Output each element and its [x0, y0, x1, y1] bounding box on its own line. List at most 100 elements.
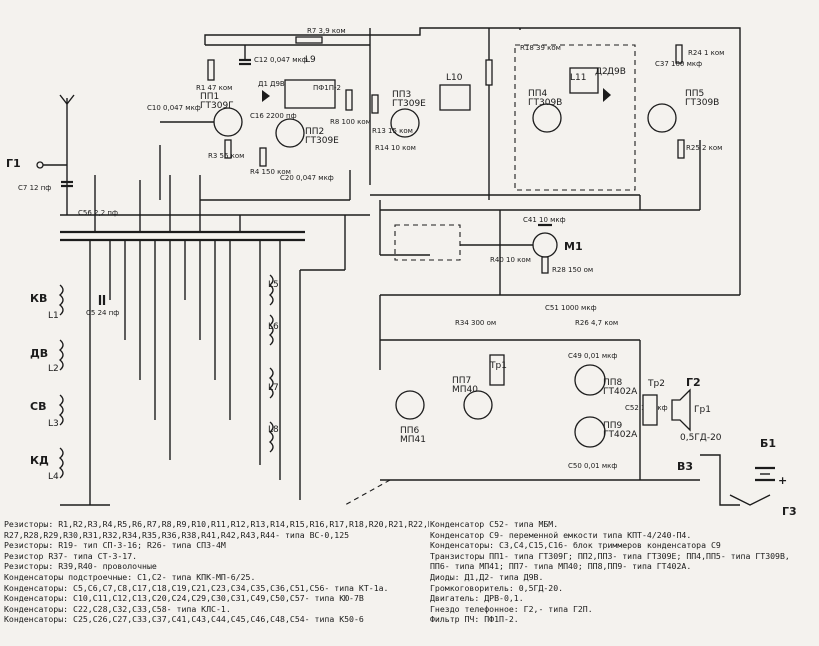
legend-line: ПП6- типа МП41; ПП7- типа МП40; ПП8,ПП9-… [430, 561, 692, 572]
legend-line: Фильтр ПЧ: ПФ1П-2. [430, 614, 519, 625]
pp3-type: ГТ309Е [392, 99, 426, 109]
c5-label: C5 24 пф [86, 309, 119, 317]
r1-label: R1 47 ком [196, 84, 232, 92]
r14-label: R14 10 ком [375, 144, 416, 152]
pp6-label: ПП6 [400, 426, 420, 436]
band-sv-label: СВ [30, 400, 46, 413]
pp1-type: ГТ309Г [200, 101, 234, 111]
pp9-label: ПП9 [603, 421, 623, 431]
c49-label: C49 0,01 мкф [568, 352, 617, 360]
legend-line: Резисторы: R1,R2,R3,R4,R5,R6,R7,R8,R9,R1… [4, 519, 429, 529]
coil-l3-label: L3 [48, 419, 59, 429]
pp4-label: ПП4 [528, 89, 548, 99]
motor-block: М1 C41 10 мкф R28 150 ом R40 10 ком [379, 200, 593, 274]
c51-label: C51 1000 мкф [545, 304, 597, 312]
band-switch-bus [60, 175, 305, 505]
c16-label: C16 2200 пф [250, 112, 297, 120]
audio-amplifier: C51 1000 мкф R34 300 ом R26 4,7 ком ПП6 … [344, 295, 722, 506]
pp2-label: ПП2 [305, 127, 324, 137]
c37-label: C37 100 мкф [655, 60, 702, 68]
r8-label: R8 100 ком [330, 118, 371, 126]
pp4-type: ГТ309В [528, 98, 562, 108]
filter-label: ПФ1П-2 [313, 84, 341, 92]
coil-l8-label: L8 [268, 425, 279, 435]
band-kd: КД L4 [30, 447, 64, 482]
coil-l1-label: L1 [48, 311, 59, 321]
legend-line: Конденсаторы: С22,С28,С32,С33,С58- типа … [4, 603, 231, 614]
speaker-type: 0,5ГД-20 [680, 433, 722, 443]
pp7-label: ПП7 [452, 376, 471, 386]
pp9-type: ГТ402А [603, 430, 638, 440]
band-kv-label: КВ [30, 292, 47, 305]
earpiece-label: Г3 [782, 505, 797, 515]
coil-l10-label: L10 [446, 73, 463, 83]
battery-label: Б1 [760, 437, 776, 450]
d2-type: Д9В [607, 67, 626, 77]
legend-line: Резистор R37- типа СТ-3-17. [4, 550, 138, 561]
antenna-socket-label: Г1 [6, 157, 21, 170]
legend-line: Резисторы: R19- тип СП-3-16; R26- типа С… [4, 540, 226, 551]
r34-label: R34 300 ом [455, 319, 496, 327]
tr2-label: Тр2 [647, 379, 665, 389]
legend-line: Резисторы: R39,R40- проволочные [4, 561, 157, 572]
r3-label: R3 56 ком [208, 152, 244, 160]
c20-label: C20 0,047 мкф [280, 174, 334, 182]
legend-line: Конденсаторы: С25,С26,С27,С33,С37,С41,С4… [4, 614, 364, 625]
c41-label: C41 10 мкф [523, 216, 566, 224]
switch-label: В3 [677, 460, 693, 473]
r25-label: R25 2 ком [686, 144, 722, 152]
r24-label: R24 1 ком [688, 49, 724, 57]
oscillator-coil-bank: L5 L6 L7 L8 [268, 215, 346, 500]
coil-l9-label: L9 [305, 55, 316, 65]
band-dv-label: ДВ [30, 347, 48, 360]
legend-line: Конденсаторы: С5,С6,С7,С8,С17,С18,С19,С2… [4, 582, 389, 593]
band-kv: КВ L1 C5 24 пф [30, 284, 119, 321]
coil-l4-label: L4 [48, 472, 59, 482]
component-legend-right: Конденсатор С52- типа МБМ. Конденсатор С… [430, 519, 815, 625]
r13-label: R13 15 ком [372, 127, 413, 135]
legend-line: R27,R28,R29,R30,R31,R32,R34,R35,R36,R38,… [4, 529, 350, 540]
c50-label: C50 0,01 мкф [568, 462, 617, 470]
input-coil-bank: КВ L1 C5 24 пф ДВ L2 СВ L3 КД L4 [30, 284, 119, 506]
supply-rails [60, 27, 741, 296]
band-dv: ДВ L2 [30, 339, 64, 374]
d1-label: Д1 [258, 80, 268, 88]
r28-label: R28 150 ом [552, 266, 593, 274]
coil-l5-label: L5 [268, 280, 279, 290]
legend-line: Конденсаторы подстроечные: С1,С2- типа К… [4, 571, 256, 582]
coil-l6-label: L6 [268, 322, 279, 332]
pp7-type: МП40 [452, 385, 478, 395]
battery-plus: + [778, 474, 787, 487]
r7-label: R7 3,9 ком [307, 27, 346, 35]
r18-label: R18 39 ком [520, 44, 561, 52]
c10-label: C10 0,047 мкф [147, 104, 201, 112]
motor-label: М1 [564, 240, 583, 253]
pp3-label: ПП3 [392, 90, 411, 100]
legend-line: Громкоговоритель: 0,5ГД-20. [430, 582, 564, 593]
headphone-socket-label: Г2 [686, 376, 701, 389]
legend-line: Конденсатор С9- переменной емкости типа … [430, 529, 692, 540]
legend-line: Конденсаторы: С10,С11,С12,С13,С20,С24,С2… [4, 593, 364, 604]
mixer-stage: R7 3,9 ком C12 0,047 мкф R1 47 ком C10 0… [147, 27, 371, 201]
pp6-type: МП41 [400, 435, 426, 445]
legend-line: Гнездо телефонное: Г2,- типа Г2П. [430, 603, 593, 614]
c12-label: C12 0,047 мкф [254, 56, 308, 64]
d1-type: Д9В [270, 80, 285, 88]
pp2-type: ГТ309Е [305, 136, 339, 146]
coil-l11-label: L11 [570, 73, 586, 83]
r4-label: R4 150 ком [250, 168, 291, 176]
component-legend-left: Резисторы: R1,R2,R3,R4,R5,R6,R7,R8,R9,R1… [4, 519, 429, 625]
band-kd-label: КД [30, 454, 49, 467]
legend-line: Конденсатор С52- типа МБМ. [430, 519, 559, 529]
c7-label: C7 12 пф [18, 184, 51, 192]
pp5-label: ПП5 [685, 89, 704, 99]
pp8-label: ПП8 [603, 378, 623, 388]
legend-line: Конденсаторы: С3,С4,С15,С16- блок тримме… [430, 540, 721, 551]
d2-label: Д2 [595, 67, 608, 77]
r40-label: R40 10 ком [490, 256, 531, 264]
circuit-diagram: Г1 C7 12 пф C56 2,2 пф КВ L1 [6, 27, 797, 515]
coil-l7-label: L7 [268, 383, 279, 393]
r26-label: R26 4,7 ком [575, 319, 618, 327]
pp8-type: ГТ402А [603, 387, 638, 397]
